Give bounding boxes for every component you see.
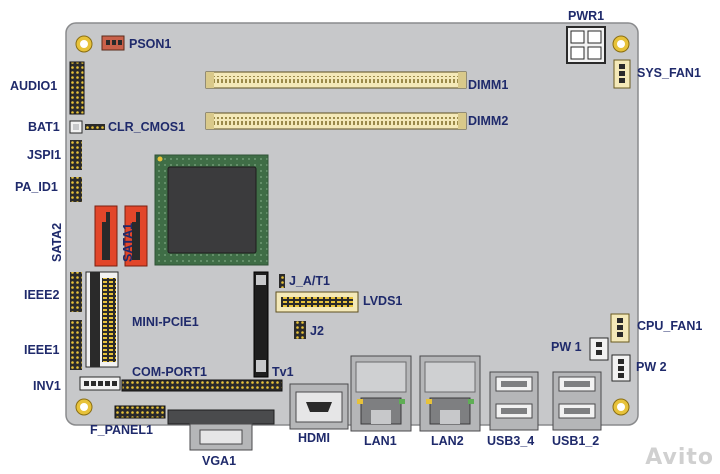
- sata1-connector: [124, 205, 148, 267]
- label-audio1: AUDIO1: [10, 79, 58, 93]
- mounting-hole-icon: [75, 35, 93, 53]
- usb3-4-port: [489, 371, 539, 431]
- label-pson1: PSON1: [129, 37, 172, 51]
- pa-id1-header: [70, 177, 82, 202]
- watermark: Avito: [645, 445, 714, 470]
- label-j2: J2: [310, 324, 324, 338]
- label-sata2: SATA2: [50, 222, 64, 262]
- label-dimm1: DIMM1: [468, 78, 509, 92]
- mounting-hole-icon: [75, 398, 93, 416]
- label-vga1: VGA1: [202, 454, 237, 468]
- mounting-hole-icon: [612, 398, 630, 416]
- usb1-2-port: [552, 371, 602, 431]
- j2-header: [294, 321, 306, 339]
- cpu-chip: [154, 154, 269, 266]
- label-pwr1: PWR1: [568, 9, 605, 23]
- label-hdmi: HDMI: [298, 431, 330, 445]
- pwr1-connector: [566, 26, 606, 64]
- label-bat1: BAT1: [28, 120, 60, 134]
- com-port1-header: [121, 379, 283, 392]
- hdmi-port: [289, 383, 349, 430]
- f-panel1-header: [114, 405, 166, 419]
- label-dimm2: DIMM2: [468, 114, 509, 128]
- label-ieee2: IEEE2: [24, 288, 60, 302]
- label-usb3-4: USB3_4: [487, 434, 535, 448]
- sata2-connector: [94, 205, 118, 267]
- label-pw1: PW 1: [551, 340, 582, 354]
- lan2-port: [419, 355, 481, 432]
- lvds1-connector: [275, 291, 359, 313]
- audio1-header: [69, 61, 85, 115]
- label-lan2: LAN2: [431, 434, 464, 448]
- clr-cmos1-jumper: [85, 124, 105, 130]
- vga1-port: [167, 409, 275, 451]
- label-mini-pcie1: MINI-PCIE1: [132, 315, 199, 329]
- label-tv1: Tv1: [272, 365, 294, 379]
- label-com-port1: COM-PORT1: [132, 365, 207, 379]
- label-usb1-2: USB1_2: [552, 434, 600, 448]
- label-lvds1: LVDS1: [363, 294, 403, 308]
- label-clr-cmos1: CLR_CMOS1: [108, 120, 186, 134]
- label-ieee1: IEEE1: [24, 343, 60, 357]
- label-sata1: SATA1: [121, 222, 135, 262]
- pson1-connector: [101, 35, 125, 51]
- pw1-connector: [589, 337, 609, 361]
- bat1-connector: [69, 120, 83, 134]
- label-cpu-fan1: CPU_FAN1: [637, 319, 703, 333]
- pw2-connector: [611, 354, 631, 382]
- label-jspi1: JSPI1: [27, 148, 62, 162]
- mini-pcie1-slot: [85, 271, 119, 368]
- label-j-a-t1: J_A/T1: [289, 274, 330, 288]
- label-inv1: INV1: [33, 379, 61, 393]
- dimm2-slot: [205, 112, 467, 130]
- label-pa-id1: PA_ID1: [15, 180, 58, 194]
- label-sys-fan1: SYS_FAN1: [637, 66, 701, 80]
- sys-fan1-connector: [613, 59, 631, 89]
- label-f-panel1: F_PANEL1: [90, 423, 153, 437]
- jspi1-header: [70, 140, 82, 170]
- cpu-fan1-connector: [610, 313, 630, 343]
- label-lan1: LAN1: [364, 434, 397, 448]
- tv1-connector: [253, 271, 269, 378]
- ieee2-header: [70, 272, 82, 312]
- label-pw2: PW 2: [636, 360, 667, 374]
- lan1-port: [350, 355, 412, 432]
- ieee1-header: [70, 320, 82, 370]
- inv1-connector: [79, 376, 121, 391]
- j-a-t1-jumper: [279, 274, 285, 288]
- dimm1-slot: [205, 71, 467, 89]
- mounting-hole-icon: [612, 35, 630, 53]
